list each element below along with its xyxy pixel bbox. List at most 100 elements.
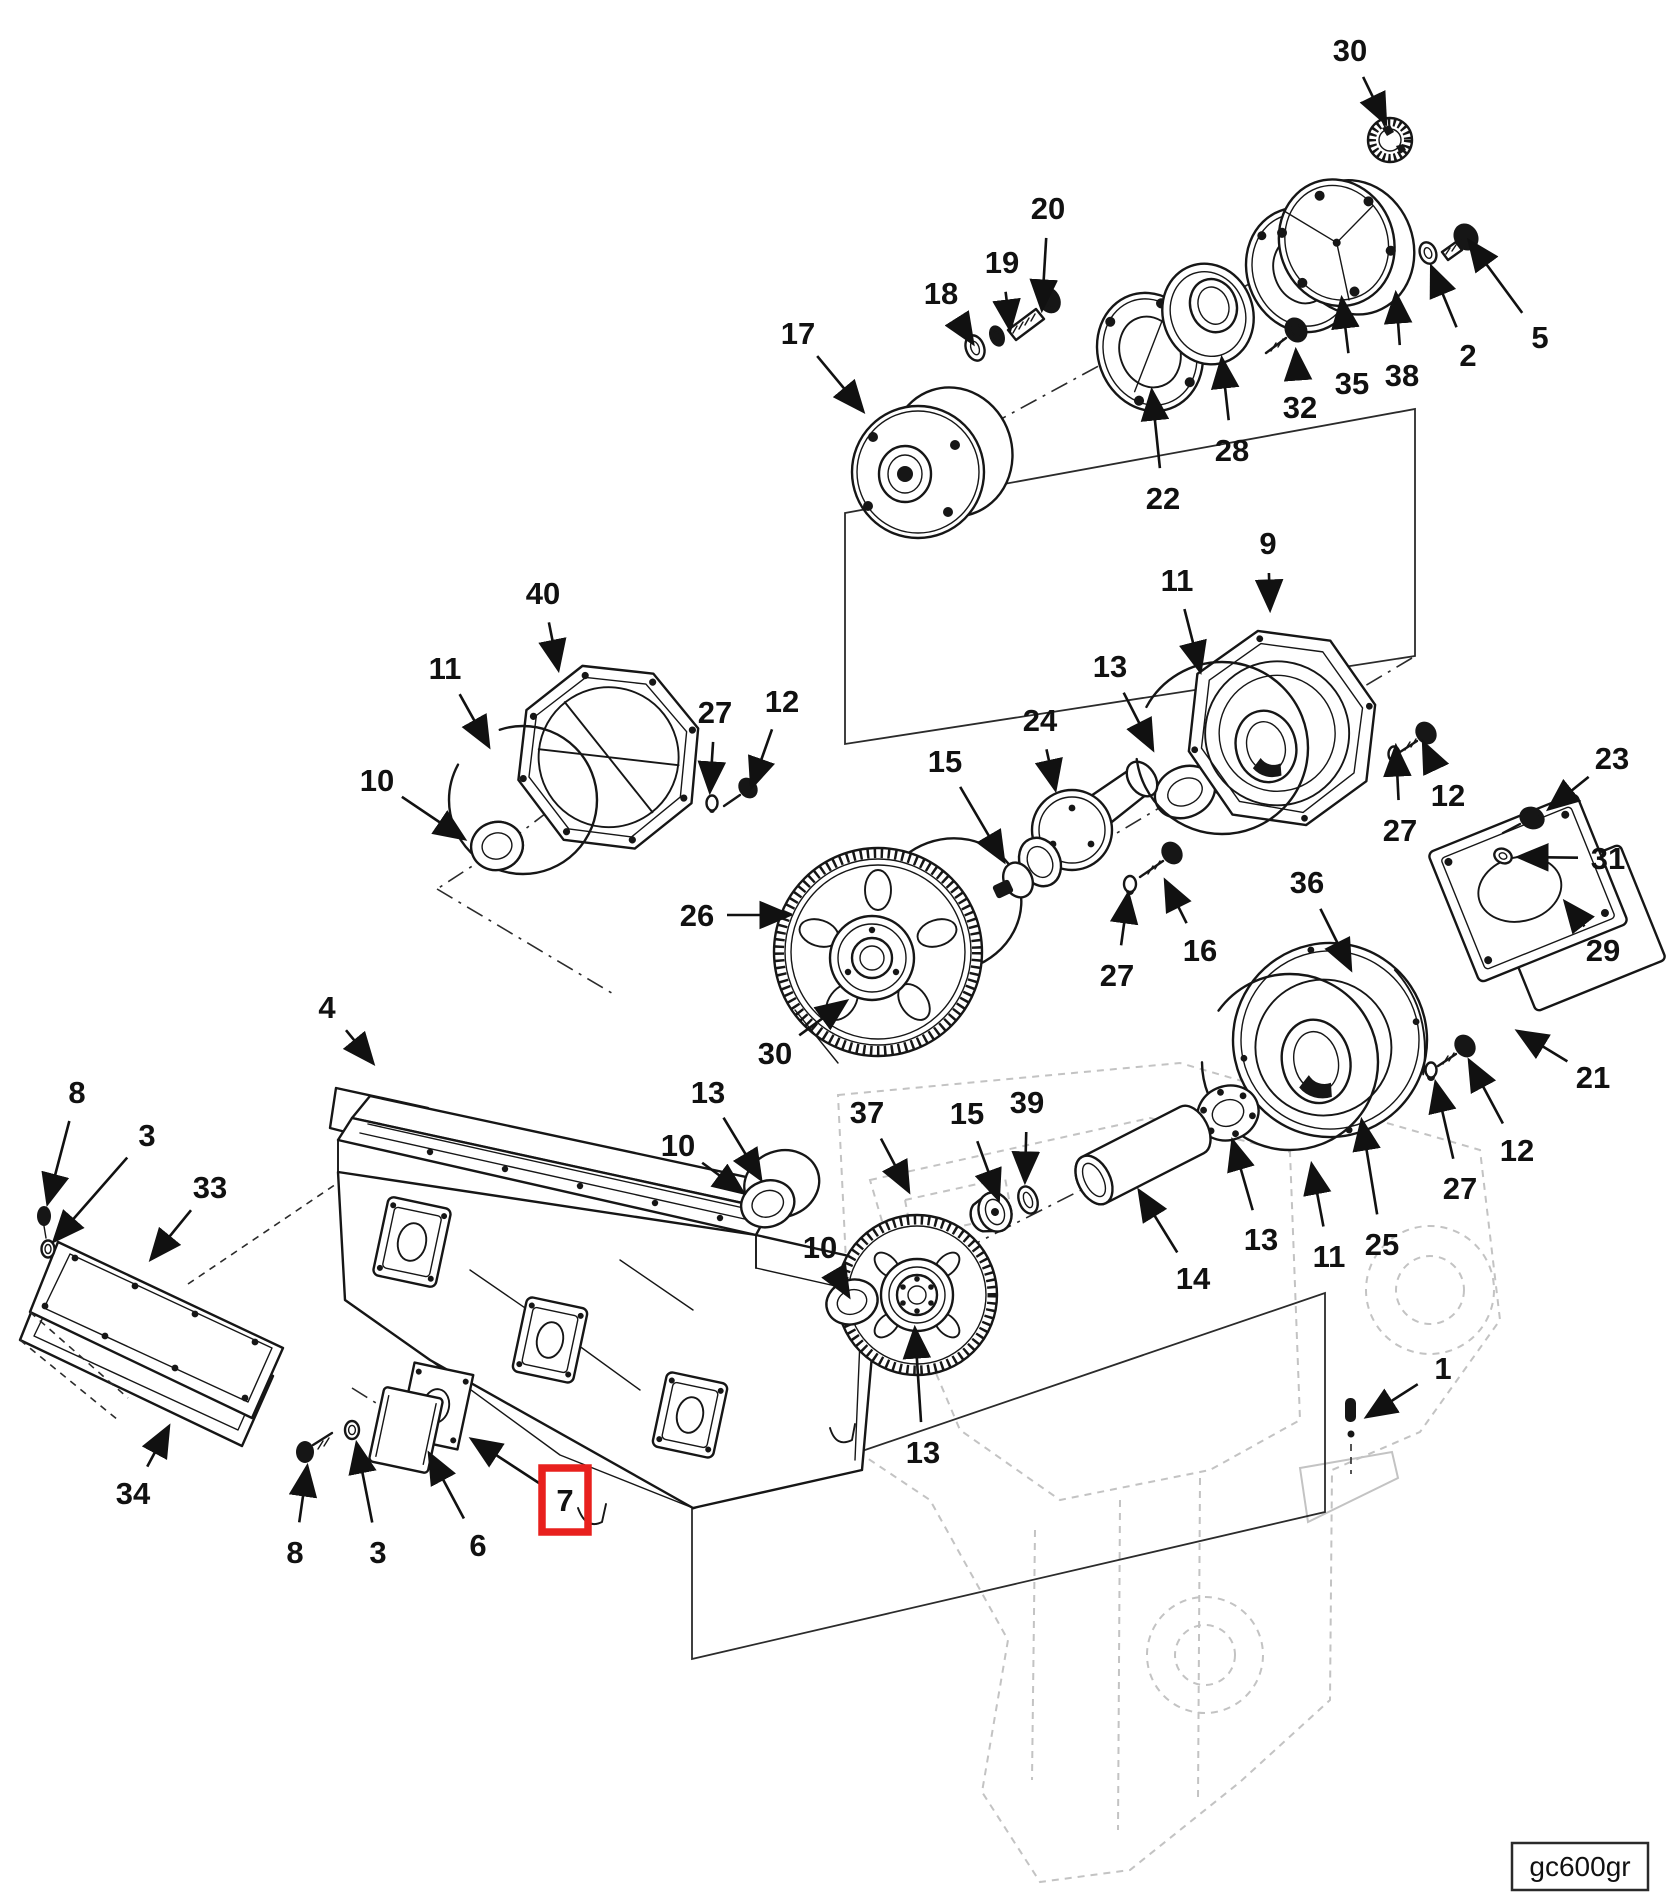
leader-arrow-24 [1034,749,1063,794]
part-cover-40 [517,664,700,850]
callout-number-12: 12 [1431,778,1465,813]
leader-arrow-10 [701,1161,747,1196]
callout-number-17: 17 [781,316,815,351]
callout-1: 1 [1363,1351,1452,1419]
leader-arrow-27 [1109,889,1139,946]
leader-arrow-13 [902,1324,932,1423]
callout-34: 34 [116,1423,171,1511]
callout-number-39: 39 [1010,1085,1044,1120]
lower-pane [691,1291,1326,1661]
part-bearing-housing-9 [1187,629,1377,827]
leader-arrow-15 [959,786,1006,865]
part-coupling-drum-17 [850,386,1014,540]
callout-24: 24 [1023,703,1063,794]
callout-3: 3 [51,1118,156,1244]
leader-arrow-13 [1122,692,1155,753]
part-bushing-10-flanged [739,1148,821,1229]
leader-arrow-5 [1466,237,1524,314]
leader-arrow-6 [427,1450,466,1520]
callout-number-14: 14 [1176,1261,1211,1296]
part-cylinder-14 [1074,1104,1212,1206]
leader-arrow-8 [288,1462,318,1523]
leader-arrow-19 [992,291,1021,334]
callout-17: 17 [781,316,866,414]
callout-2: 2 [1429,263,1477,373]
part-spline-nut-30 [1366,116,1414,164]
leader-arrow-10 [401,795,468,841]
leader-arrow-7 [468,1437,541,1485]
cover40-axis-bend [436,888,616,996]
callout-23: 23 [1545,741,1629,812]
callout-15: 15 [950,1096,1002,1203]
callout-number-3: 3 [138,1118,155,1153]
callout-number-11: 11 [1161,563,1194,598]
leader-arrow-35 [1331,294,1360,354]
leader-arrow-38 [1383,289,1413,346]
figure-code-box: gc600gr [1510,1841,1650,1892]
callout-40: 40 [526,576,567,674]
leader-arrow-20 [1029,237,1058,314]
leader-arrow-13 [722,1116,763,1183]
callout-number-10: 10 [661,1128,695,1163]
leader-arrow-15 [974,1140,1002,1203]
callout-22: 22 [1140,386,1180,516]
callout-number-25: 25 [1365,1227,1399,1262]
callout-18: 18 [924,276,975,347]
callout-8: 8 [41,1075,86,1208]
leader-arrow-1 [1363,1383,1419,1419]
part-washer-39 [1017,1185,1039,1215]
leader-arrow-12 [748,728,776,791]
callout-number-32: 32 [1283,390,1317,425]
leader-arrow-3 [51,1156,129,1244]
leader-arrow-22 [1140,386,1170,469]
callout-29: 29 [1562,898,1620,968]
callout-13: 13 [1093,649,1155,753]
callout-27: 27 [1100,889,1139,993]
callout-number-10: 10 [360,763,394,798]
part-washer-27-housing25 [1424,1061,1438,1081]
callout-3: 3 [348,1439,387,1570]
callout-11: 11 [429,651,491,750]
callout-number-2: 2 [1459,338,1476,373]
part-cover-6 [368,1386,444,1474]
part-bolt-23 [1501,806,1545,835]
callout-number-27: 27 [1383,813,1417,848]
leader-arrow-23 [1545,775,1590,812]
callout-26: 26 [680,898,794,933]
callout-number-13: 13 [1093,649,1127,684]
callout-number-36: 36 [1290,865,1324,900]
callout-number-22: 22 [1146,481,1180,516]
callout-27: 27 [1383,742,1417,848]
leader-arrow-11 [1179,608,1207,676]
leader-arrow-30 [798,998,850,1037]
leader-arrow-29 [1562,898,1595,935]
leader-arrow-25 [1352,1116,1381,1215]
callout-7: 7 [468,1437,592,1536]
leader-arrow-8 [41,1120,71,1208]
callout-4: 4 [318,990,376,1067]
callout-number-7: 7 [556,1483,573,1518]
callout-number-34: 34 [116,1476,151,1511]
callout-5: 5 [1466,237,1549,355]
part-washer-18 [964,334,986,362]
leader-arrow-27 [1383,742,1412,801]
callout-28: 28 [1210,354,1249,468]
callout-32: 32 [1283,346,1317,425]
leader-arrow-10 [821,1263,851,1300]
callout-12: 12 [748,684,799,791]
callout-number-19: 19 [985,245,1019,280]
leader-arrow-11 [458,693,491,750]
callout-number-20: 20 [1031,191,1065,226]
callout-number-11: 11 [429,651,462,686]
callout-number-3: 3 [369,1535,386,1570]
part-bolt-32 [1264,317,1308,355]
callout-36: 36 [1290,865,1353,973]
callout-number-40: 40 [526,576,560,611]
callout-number-27: 27 [1443,1171,1477,1206]
callout-39: 39 [1010,1085,1044,1186]
leader-arrow-27 [697,741,727,796]
part-washer-2 [1418,241,1438,265]
part-bolt-20 [1006,286,1061,342]
